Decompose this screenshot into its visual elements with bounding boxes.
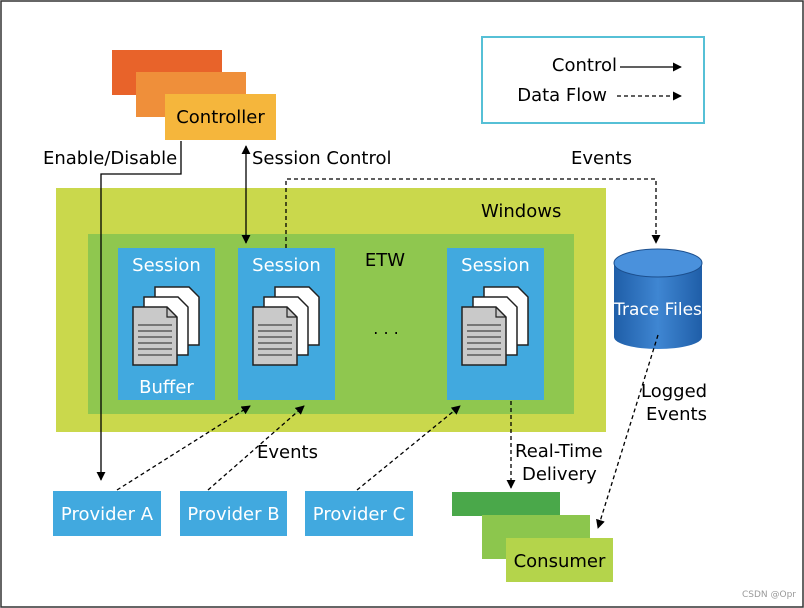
- session-1: Session Buffer: [118, 248, 215, 400]
- events-bottom-label: Events: [257, 442, 318, 463]
- session-1-label: Session: [132, 255, 201, 276]
- session-1-buffer-icon: [132, 286, 200, 366]
- legend: Control Data Flow: [481, 36, 705, 124]
- legend-box: [481, 36, 705, 124]
- sessions-ellipsis: . . .: [373, 319, 398, 338]
- logged-events-arrow: [596, 334, 659, 529]
- session-3-label: Session: [461, 255, 530, 276]
- provider-a-box: [53, 491, 161, 536]
- trace-files-top: [613, 248, 703, 278]
- provider-b-events-arrow: [207, 405, 305, 491]
- enable-disable-label: Enable/Disable: [43, 148, 177, 169]
- controller-label: Controller: [176, 107, 265, 128]
- consumer-back-layer-1: [452, 492, 560, 516]
- provider-a-events-arrow: [116, 405, 251, 491]
- etw-label: ETW: [365, 250, 405, 271]
- provider-b-label: Provider B: [187, 504, 279, 525]
- provider-a-label: Provider A: [61, 504, 154, 525]
- logged-label: Logged: [641, 381, 707, 402]
- consumer-label: Consumer: [514, 551, 606, 572]
- provider-c-events-arrow: [356, 405, 461, 491]
- provider-b-box: [180, 491, 287, 536]
- windows-label: Windows: [481, 201, 561, 222]
- session-3: Session: [447, 248, 544, 400]
- controller-box: [165, 94, 276, 140]
- events-top-label: Events: [571, 148, 632, 169]
- session-2-label: Session: [252, 255, 321, 276]
- provider-c-label: Provider C: [313, 504, 405, 525]
- trace-files-body: [614, 263, 702, 349]
- consumer-box: [506, 538, 613, 582]
- session-2-buffer-icon: [252, 286, 320, 366]
- legend-control-label: Control: [552, 55, 617, 76]
- delivery-label: Delivery: [522, 464, 597, 485]
- events-to-trace-files-arrow: [285, 178, 661, 248]
- session-control-label: Session Control: [252, 148, 391, 169]
- trace-files-label: Trace Files: [613, 300, 702, 320]
- session-2: Session: [238, 248, 335, 400]
- enable-disable-arrow: [96, 141, 182, 481]
- watermark: CSDN @Opr: [742, 590, 796, 600]
- session-3-buffer-icon: [461, 286, 529, 366]
- consumer-stack: Consumer: [452, 492, 613, 582]
- controller-stack: Controller: [112, 50, 276, 140]
- provider-c-box: [305, 491, 413, 536]
- real-time-label: Real-Time: [515, 441, 603, 462]
- legend-dataflow-label: Data Flow: [517, 85, 607, 106]
- session-1-buffer-label: Buffer: [139, 377, 194, 398]
- logged-events-label: Events: [646, 404, 707, 425]
- trace-files-cylinder: Trace Files: [613, 248, 703, 349]
